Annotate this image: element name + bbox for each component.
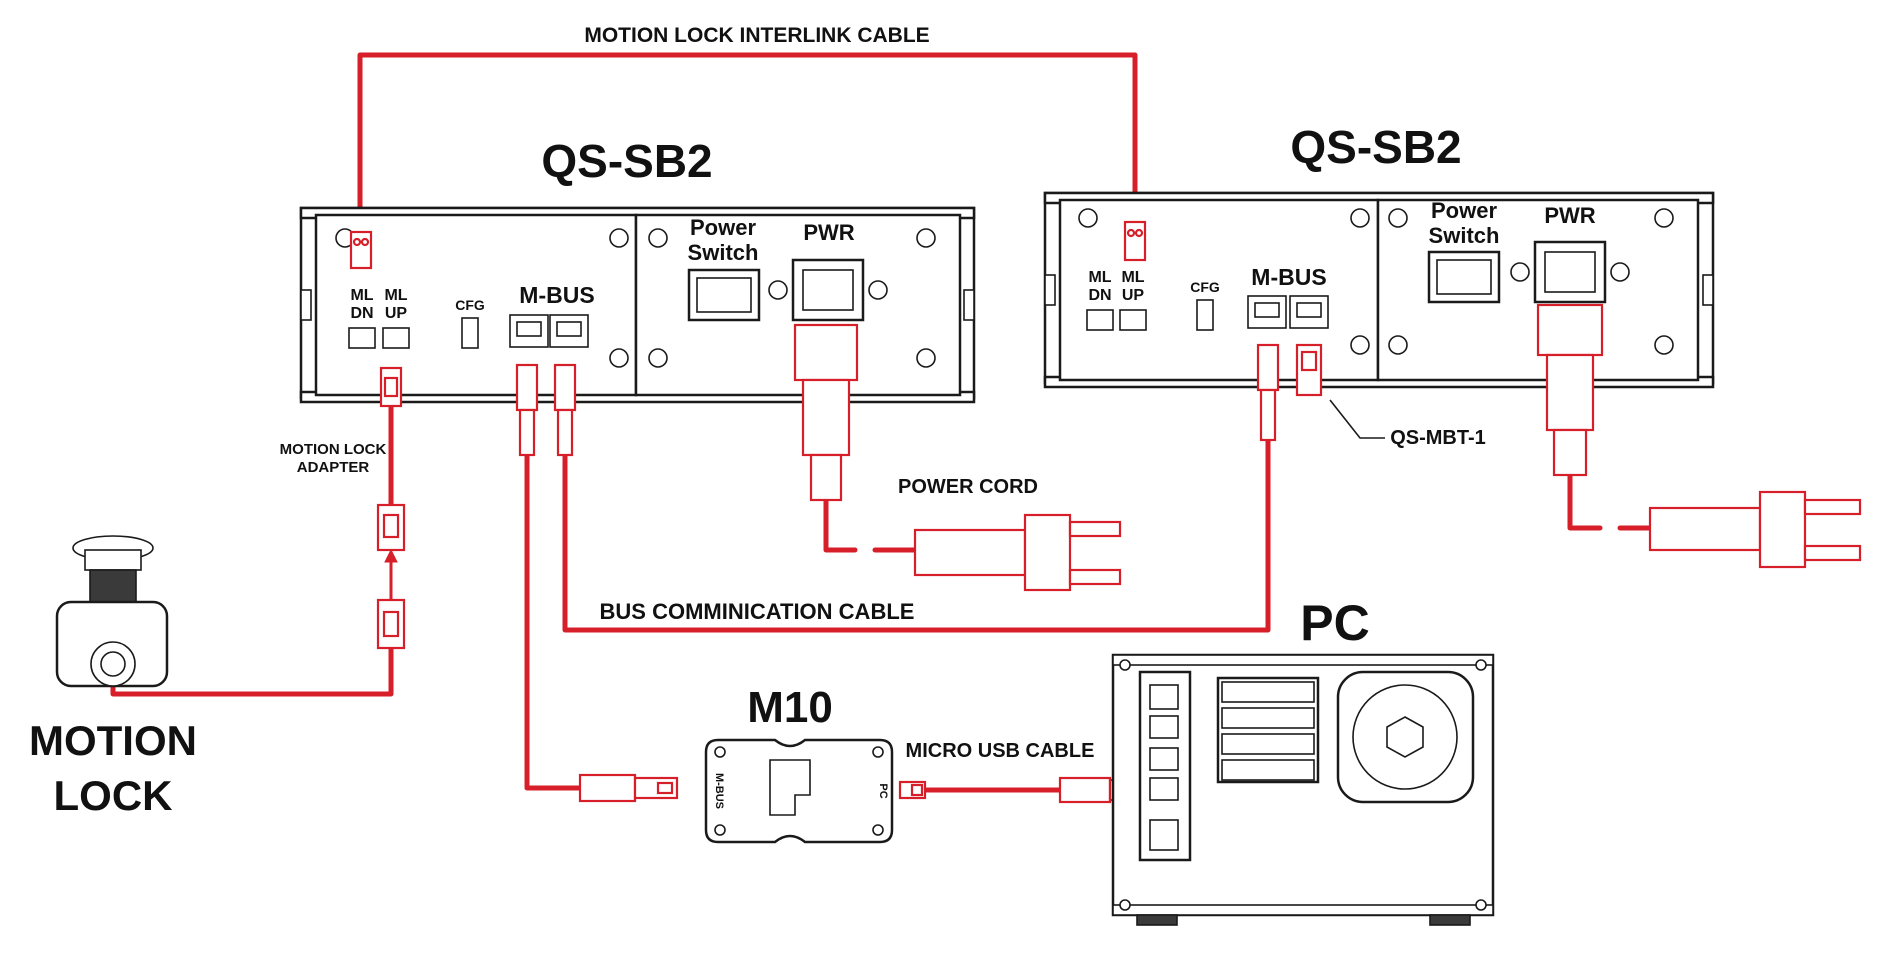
interlink-cable (357, 52, 1138, 238)
mbus-to-m10-cable (524, 452, 583, 791)
iec-power-connector-icon (793, 323, 859, 502)
bus-communication-cable (562, 437, 1271, 633)
motion-lock-adapter-label-1: MOTION LOCK (280, 441, 387, 458)
motion-lock-label-1: MOTION (29, 717, 197, 764)
motion-lock-adapter-label-2: ADAPTER (297, 459, 370, 476)
cfg-label-left: CFG (455, 297, 485, 313)
rj45-plug-m10 (578, 773, 679, 803)
power-cord-left (823, 497, 918, 553)
pwr-label-right: PWR (1544, 203, 1595, 228)
power-switch-label-left-1: Power (690, 215, 756, 240)
interlink-connector-left (349, 230, 373, 270)
rj45-connector-right (1256, 343, 1280, 442)
m10-label: M10 (747, 683, 833, 732)
micro-usb-cable-label: MICRO USB CABLE (906, 740, 1095, 762)
m10-module-icon: M-BUS PC (704, 738, 894, 844)
interlink-connector-right (1123, 220, 1147, 262)
schuko-plug-right (1648, 490, 1862, 569)
qs-mbt-leader-line (1329, 399, 1385, 439)
iec-power-connector-right (1536, 303, 1604, 477)
m10-pc-port-label: PC (877, 783, 889, 798)
ml-up-label-1: ML (384, 287, 407, 304)
power-switch-label-right-1: Power (1431, 198, 1497, 223)
pwr-label-left: PWR (803, 220, 854, 245)
mbus-label-left: M-BUS (519, 282, 594, 308)
micro-usb-plug-icon (898, 780, 927, 800)
motion-lock-adapter-plug-top (379, 366, 403, 408)
pc-case-icon (1111, 653, 1495, 926)
power-cord-right (1567, 472, 1653, 531)
bus-cable-label: BUS COMMINICATION CABLE (600, 599, 915, 624)
cfg-label-right: CFG (1190, 279, 1220, 295)
rj45-connector-icon (515, 363, 577, 457)
ml-dn-label-right-1: ML (1088, 269, 1111, 286)
m10-mbus-port-label: M-BUS (713, 773, 725, 809)
schuko-plug-icon (913, 513, 1122, 592)
device-title-left: QS-SB2 (541, 135, 712, 187)
motion-lock-label-2: LOCK (54, 772, 173, 819)
qs-mbt-label: QS-MBT-1 (1390, 427, 1486, 449)
ml-dn-label-right-2: DN (1088, 287, 1111, 304)
ml-up-label-right-2: UP (1122, 287, 1145, 304)
ml-up-label-right-1: ML (1121, 269, 1144, 286)
qs-sb2-left: QS-SB2 ML DN ML UP CFG M-BUS Power Switc… (299, 135, 976, 404)
power-switch-label-left-2: Switch (688, 240, 759, 265)
pc-label: PC (1300, 595, 1369, 651)
ml-up-label-2: UP (385, 305, 408, 322)
emergency-stop-button-icon (55, 535, 169, 688)
ml-dn-label-2: DN (350, 305, 373, 322)
motion-lock-adapter (376, 503, 406, 650)
power-cord-label: POWER CORD (898, 476, 1038, 498)
interlink-cable-label: MOTION LOCK INTERLINK CABLE (584, 24, 929, 47)
power-switch-label-right-2: Switch (1429, 223, 1500, 248)
qs-mbt-terminator (1295, 343, 1323, 397)
qs-sb2-right: QS-SB2 ML DN ML UP CFG M-BUS Power Switc… (1043, 121, 1715, 389)
mbus-label-right: M-BUS (1251, 264, 1326, 290)
device-title-right: QS-SB2 (1290, 121, 1461, 173)
ml-dn-label-1: ML (350, 287, 373, 304)
